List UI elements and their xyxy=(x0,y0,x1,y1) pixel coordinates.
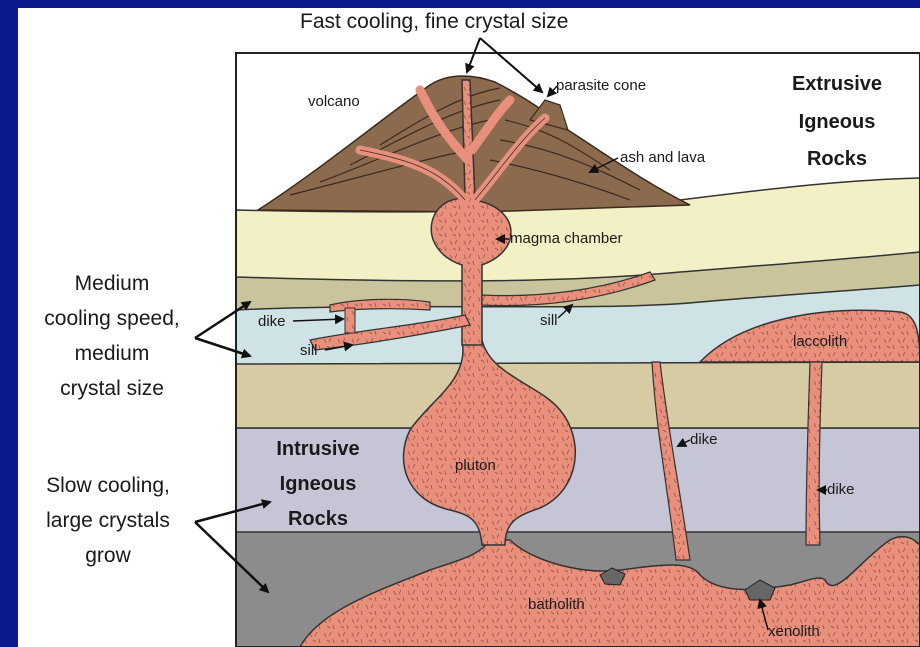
extrusive-label-1: Extrusive xyxy=(792,73,882,95)
medium-label-2: cooling speed, xyxy=(44,307,179,330)
volcano-label: volcano xyxy=(308,93,360,110)
extrusive-label-3: Rocks xyxy=(807,148,867,170)
cross-section xyxy=(236,53,920,647)
medium-label-4: crystal size xyxy=(60,377,164,400)
dike-right-label: dike xyxy=(827,481,855,498)
dike-upper-label: dike xyxy=(258,313,286,330)
ash-lava-label: ash and lava xyxy=(620,149,706,166)
extrusive-label-2: Igneous xyxy=(799,111,876,133)
sill-left-label: sill xyxy=(300,342,318,359)
batholith-label: batholith xyxy=(528,596,585,613)
medium-label-1: Medium xyxy=(75,272,150,295)
xenolith-label: xenolith xyxy=(768,623,820,640)
magma-chamber-label: magma chamber xyxy=(510,230,623,247)
intrusive-label-1: Intrusive xyxy=(276,438,359,460)
medium-label-3: medium xyxy=(75,342,150,365)
dike-upper-body xyxy=(345,308,355,333)
top-caption: Fast cooling, fine crystal size xyxy=(300,10,568,33)
intrusive-label-2: Igneous xyxy=(280,473,357,495)
slow-label-1: Slow cooling, xyxy=(46,474,170,497)
dike-middle-label: dike xyxy=(690,431,718,448)
pluton-label: pluton xyxy=(455,457,496,474)
slow-label-3: grow xyxy=(85,544,131,567)
slow-label-2: large crystals xyxy=(46,509,170,532)
sill-right-label: sill xyxy=(540,312,558,329)
laccolith-label: laccolith xyxy=(793,333,847,350)
intrusive-label-3: Rocks xyxy=(288,508,348,530)
parasite-cone-label: parasite cone xyxy=(556,77,646,94)
